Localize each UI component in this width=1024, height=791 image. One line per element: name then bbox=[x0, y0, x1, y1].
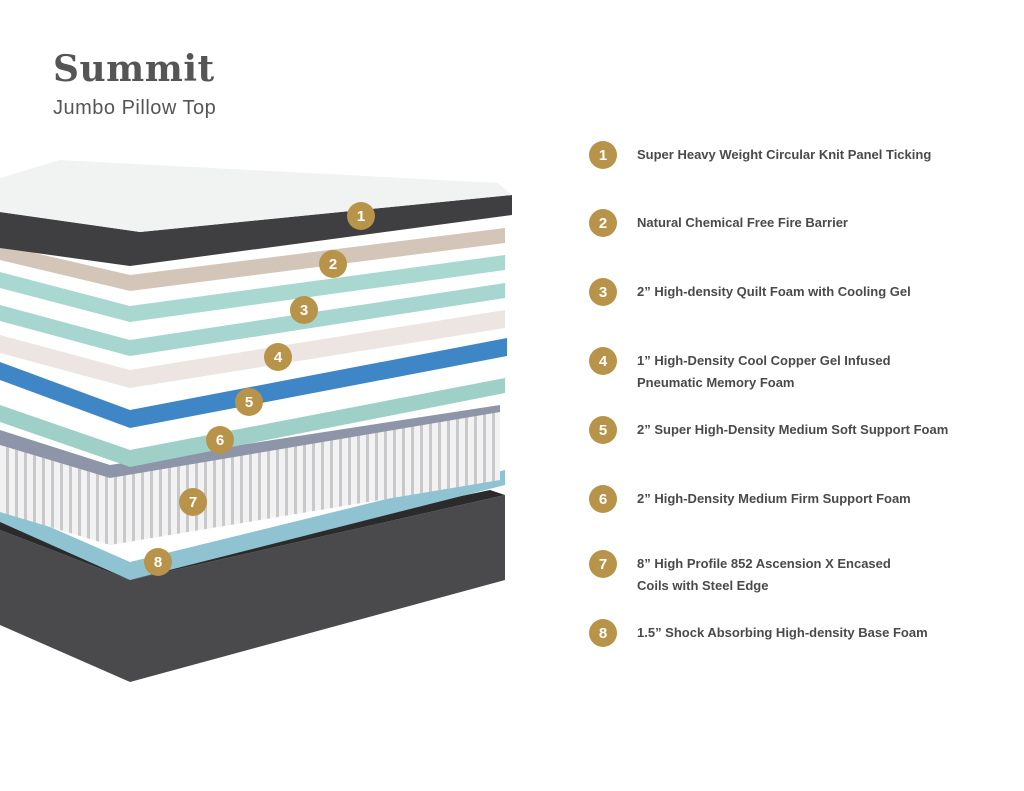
legend-badge: 5 bbox=[589, 416, 617, 444]
legend-badge: 2 bbox=[589, 209, 617, 237]
diagram-badge-7: 7 bbox=[179, 488, 207, 516]
legend-item: 1 Super Heavy Weight Circular Knit Panel … bbox=[589, 141, 931, 169]
legend-badge: 7 bbox=[589, 550, 617, 578]
layer-7-coils bbox=[0, 410, 500, 545]
diagram-badge-8: 8 bbox=[144, 548, 172, 576]
legend-item: 3 2” High-density Quilt Foam with Cooling… bbox=[589, 278, 911, 306]
layer-3-foam bbox=[0, 255, 505, 322]
diagram-badge-4: 4 bbox=[264, 343, 292, 371]
legend-label: Super Heavy Weight Circular Knit Panel T… bbox=[637, 147, 932, 162]
legend-badge: 4 bbox=[589, 347, 617, 375]
mattress-layers-illustration bbox=[0, 160, 512, 682]
legend-item: 8 1.5” Shock Absorbing High-density Base … bbox=[589, 619, 928, 647]
legend-badge: 6 bbox=[589, 485, 617, 513]
legend-item: 4 1” High-Density Cool Copper Gel Infused… bbox=[589, 347, 891, 394]
legend-badge: 1 bbox=[589, 141, 617, 169]
legend-label: 8” High Profile 852 Ascension X Encased … bbox=[637, 556, 891, 593]
base-top bbox=[0, 490, 505, 580]
legend-label: 1.5” Shock Absorbing High-density Base F… bbox=[637, 625, 928, 640]
product-title: Summit bbox=[53, 48, 215, 90]
legend-label: 2” Super High-Density Medium Soft Suppor… bbox=[637, 422, 949, 437]
legend-item: 7 8” High Profile 852 Ascension X Encased… bbox=[589, 550, 891, 597]
legend-label: 1” High-Density Cool Copper Gel Infused … bbox=[637, 353, 891, 390]
legend-label: 2” High-Density Medium Firm Support Foam bbox=[637, 491, 911, 506]
layer-1-top bbox=[0, 160, 512, 232]
legend-label: Natural Chemical Free Fire Barrier bbox=[637, 215, 848, 230]
legend-badge: 8 bbox=[589, 619, 617, 647]
legend-label: 2” High-density Quilt Foam with Cooling … bbox=[637, 284, 911, 299]
diagram-badge-2: 2 bbox=[319, 250, 347, 278]
layer-2-barrier bbox=[0, 228, 505, 291]
diagram-badge-3: 3 bbox=[290, 296, 318, 324]
legend-item: 5 2” Super High-Density Medium Soft Suppo… bbox=[589, 416, 948, 444]
layer-1-side bbox=[0, 195, 512, 266]
legend-item: 2 Natural Chemical Free Fire Barrier bbox=[589, 209, 848, 237]
product-subtitle: Jumbo Pillow Top bbox=[53, 97, 217, 119]
diagram-badge-1: 1 bbox=[347, 202, 375, 230]
base-layer bbox=[0, 495, 505, 682]
legend-badge: 3 bbox=[589, 278, 617, 306]
legend-item: 6 2” High-Density Medium Firm Support Foa… bbox=[589, 485, 911, 513]
diagram-badge-5: 5 bbox=[235, 388, 263, 416]
diagram-badge-6: 6 bbox=[206, 426, 234, 454]
